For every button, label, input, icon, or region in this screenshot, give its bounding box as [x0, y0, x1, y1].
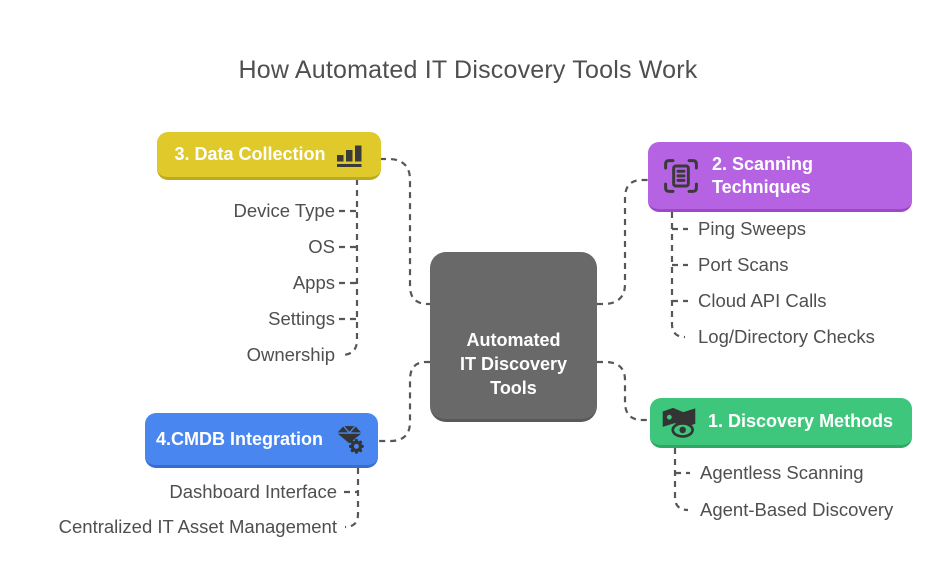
center-label-line-2: IT Discovery: [459, 354, 568, 374]
bar-chart-icon: [336, 143, 364, 167]
leaf-cloud-api-calls: Cloud API Calls: [698, 290, 827, 311]
connector-scanning-items: [670, 212, 686, 339]
leaf-apps: Apps: [292, 272, 335, 293]
leaf-dashboard-interface: Dashboard Interface: [169, 481, 337, 502]
leaf-agent-based-discovery: Agent-Based Discovery: [700, 499, 894, 520]
connector-center-to-cmdb-integration: [378, 360, 430, 443]
leaf-ping-sweeps: Ping Sweeps: [698, 218, 806, 239]
leaf-device-type: Device Type: [233, 200, 335, 221]
node-scanning-techniques-label: 2. Scanning Techniques: [712, 153, 814, 197]
leaf-log-directory-checks: Log/Directory Checks: [698, 326, 875, 347]
connector-data-collection-to-center: [380, 157, 430, 306]
center-label-line-1: Automated: [466, 330, 561, 350]
node-data-collection-label: 3. Data Collection: [174, 144, 326, 164]
connector-data-collection-items: [342, 179, 359, 357]
gem-gear-icon: [333, 423, 367, 455]
node-scanning-techniques: 2. Scanning Techniques: [648, 142, 912, 212]
node-cmdb-integration-label: 4.CMDB Integration: [155, 428, 323, 449]
connector-cmdb-items: [344, 468, 360, 529]
connector-center-to-discovery-methods: [597, 360, 650, 422]
connector-discovery-items: [673, 448, 689, 512]
leaf-ownership: Ownership: [246, 344, 335, 365]
leaf-settings: Settings: [268, 308, 335, 329]
map-eye-icon: [660, 405, 698, 439]
node-cmdb-integration: 4.CMDB Integration: [145, 413, 378, 468]
leaf-port-scans: Port Scans: [698, 254, 789, 275]
document-scan-icon: [660, 155, 702, 197]
node-data-collection: 3. Data Collection: [157, 132, 381, 180]
node-discovery-methods-label: 1. Discovery Methods: [708, 411, 894, 431]
node-discovery-methods: 1. Discovery Methods: [650, 398, 912, 448]
center-label-line-3: Tools: [490, 378, 537, 398]
connector-center-to-scanning-techniques: [597, 178, 648, 306]
leaf-os: OS: [308, 236, 335, 257]
node-center-automated-it-discovery-tools: Automated IT Discovery Tools: [430, 252, 597, 422]
leaf-centralized-it-asset-management: Centralized IT Asset Management: [58, 516, 337, 537]
leaf-agentless-scanning: Agentless Scanning: [700, 462, 864, 483]
center-node-label: Automated IT Discovery Tools: [430, 328, 597, 400]
page-title: How Automated IT Discovery Tools Work: [238, 56, 698, 84]
